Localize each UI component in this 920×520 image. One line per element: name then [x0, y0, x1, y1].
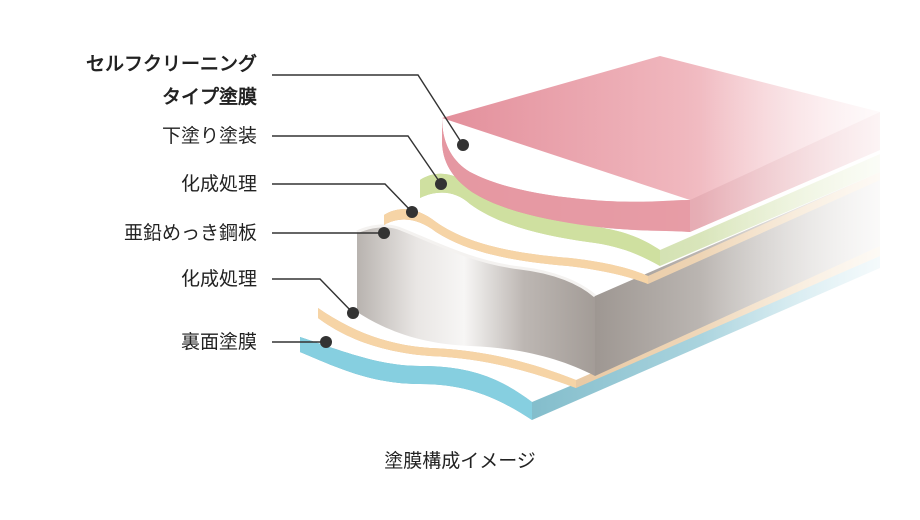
- label-back-coat: 裏面塗膜: [180, 331, 257, 353]
- leader-dot-top-coat: [457, 139, 469, 151]
- leader-dots: [320, 139, 469, 348]
- leader-dot-undercoat: [435, 178, 447, 190]
- leader-dot-chem2: [347, 307, 359, 319]
- label-top-coat-line1: セルフクリーニング: [85, 53, 257, 75]
- label-galvanized-steel: 亜鉛めっき鋼板: [123, 222, 257, 244]
- leader-dot-chem1: [406, 206, 418, 218]
- chem-treatment-upper-layer: [384, 172, 880, 284]
- label-chem-treatment-2: 化成処理: [180, 268, 257, 290]
- fade-overlay: [700, 40, 900, 440]
- leader-line-top-coat: [272, 74, 464, 146]
- chem-treatment-lower-layer: [318, 246, 880, 388]
- leader-lines: [272, 74, 464, 343]
- diagram-caption: 塗膜構成イメージ: [384, 450, 536, 472]
- label-undercoat: 下塗り塗装: [161, 125, 257, 147]
- leader-dot-back-coat: [320, 336, 332, 348]
- leader-line-chem1: [272, 183, 413, 213]
- leader-dot-steel: [378, 227, 390, 239]
- label-chem-treatment-1: 化成処理: [180, 173, 257, 195]
- leader-line-chem2: [272, 278, 354, 314]
- leader-line-undercoat: [272, 135, 442, 185]
- back-coat-layer: [300, 256, 880, 420]
- label-top-coat-line2: タイプ塗膜: [161, 86, 257, 108]
